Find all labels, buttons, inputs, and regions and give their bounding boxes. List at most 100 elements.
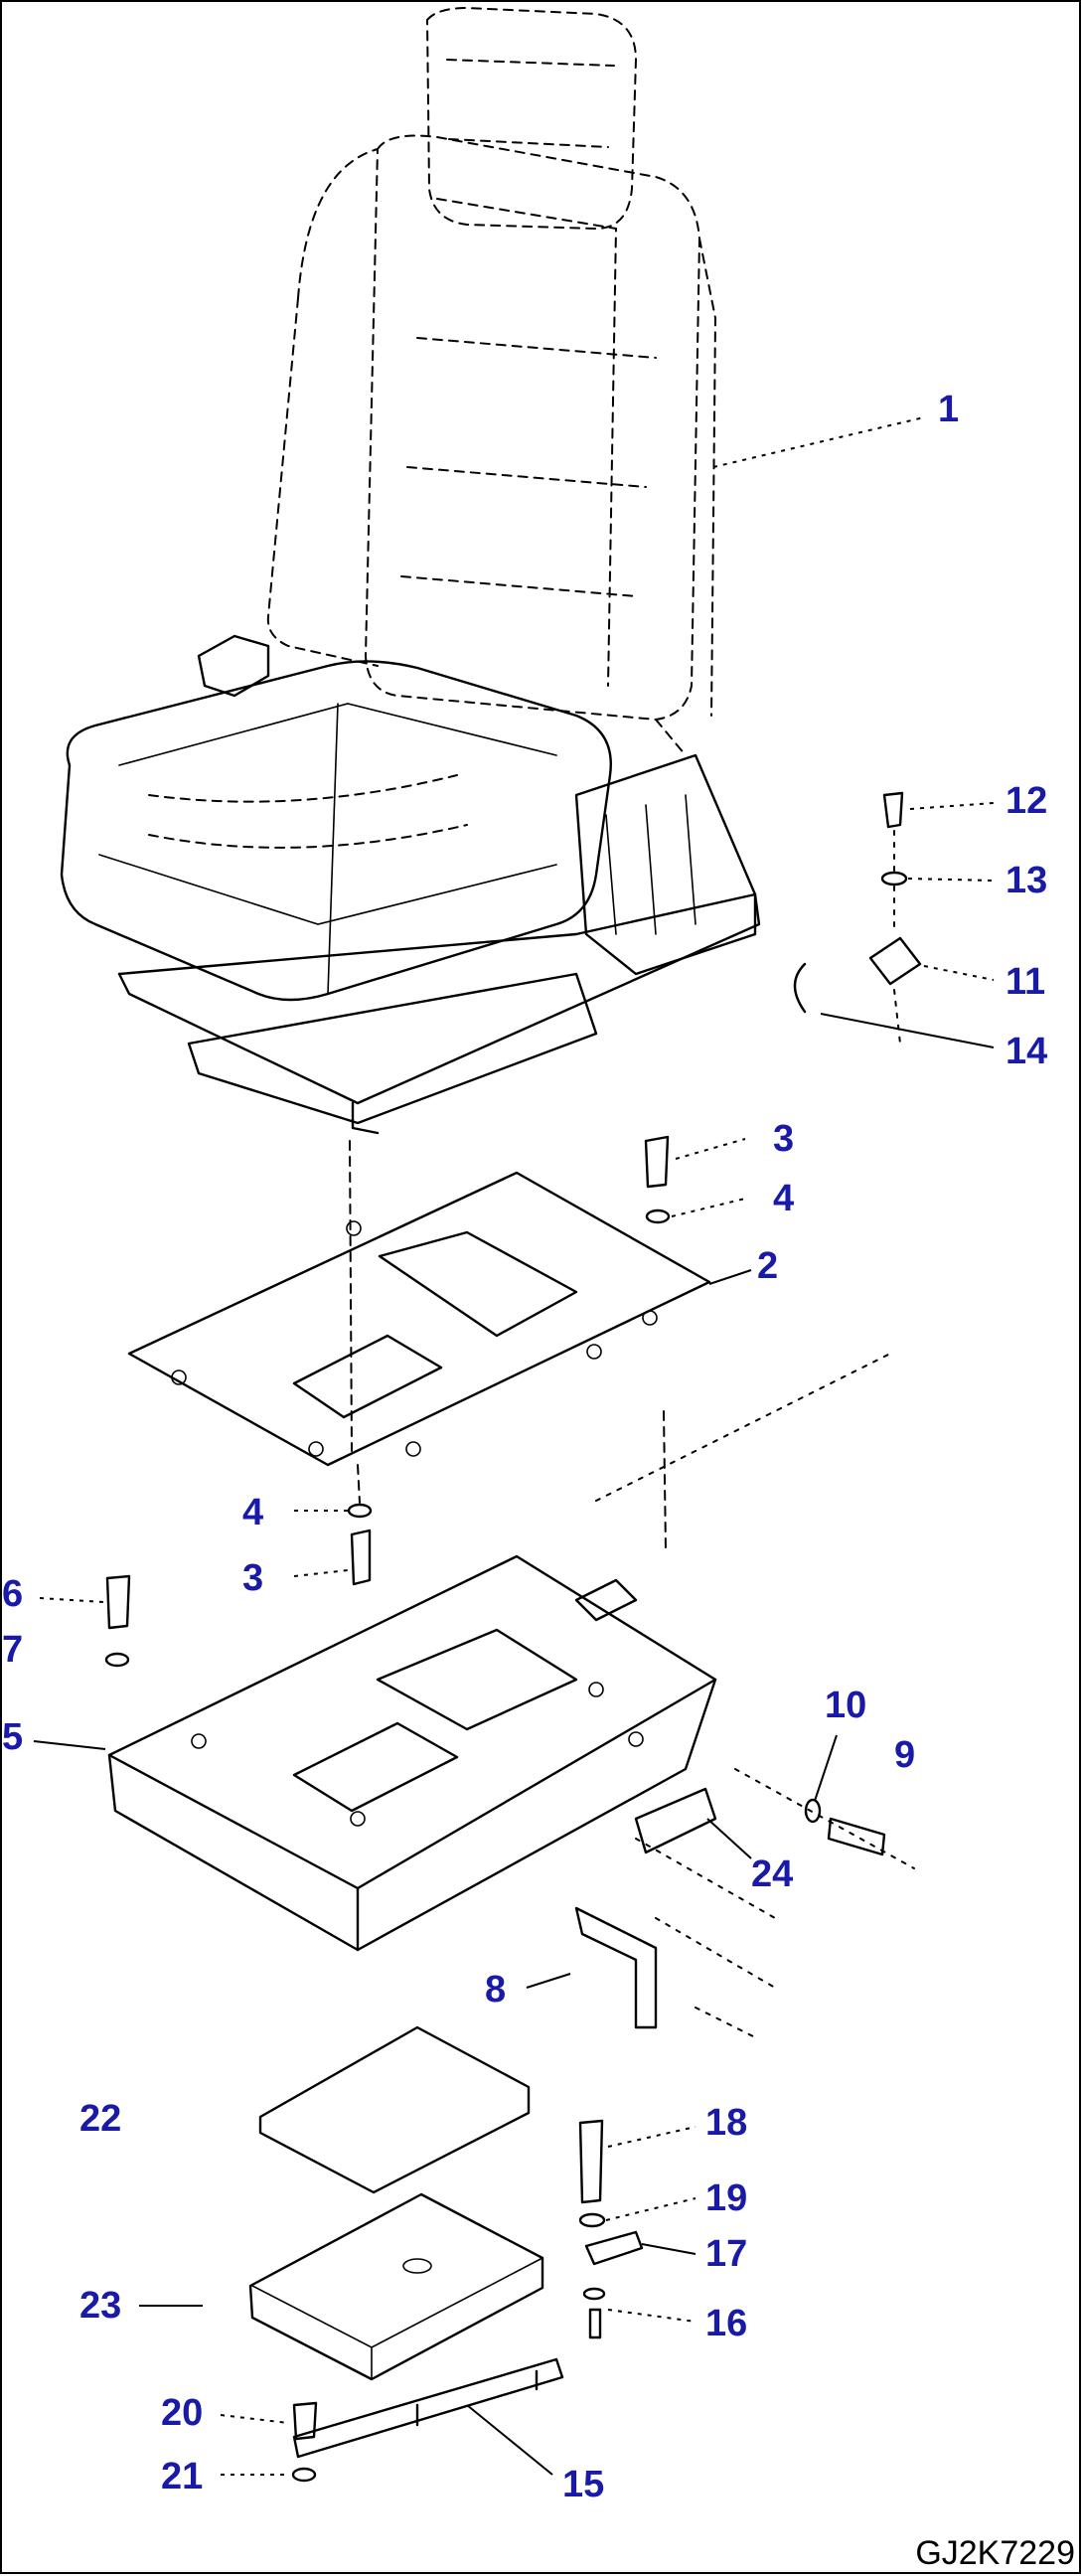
callout-labels: 1 2 3 3 4 4 5 6 7 8 9 10 11 12 13 14 15 … [2,389,1047,2505]
bar-15-shape [292,2357,564,2459]
small-parts-right-upper [793,791,922,1045]
callout-7: 7 [2,1629,23,1671]
leader-15 [466,2404,553,2476]
pad-23-edges [251,2257,543,2380]
ring-14-shape [793,962,807,1014]
callout-12: 12 [1006,780,1047,822]
callout-19: 19 [705,2177,747,2219]
lower-bracket-parts [291,2119,644,2483]
plate-alignment-axes [349,1140,667,1551]
bracket-8-shape [574,1906,658,2029]
callout-8: 8 [485,1969,506,2011]
drawing-id: GJ2K7229 [915,2534,1075,2572]
base-box-hole [350,1811,366,1827]
leader-16 [607,2309,696,2323]
leader-19 [605,2197,696,2221]
leader-24 [706,1818,752,1859]
callout-16: 16 [705,2303,747,2344]
callout-4-lower: 4 [242,1492,263,1533]
callout-5: 5 [2,1716,23,1758]
leader-5 [33,1740,106,1750]
callout-21: 21 [161,2456,203,2497]
base-box-right-face [356,1678,717,1952]
right-frame-ribs [605,794,696,935]
pad-23-hole [402,2258,432,2274]
suspension-base-tab [351,1101,380,1135]
leader-3-lower [293,1569,349,1577]
callout-23: 23 [79,2285,121,2327]
pad-22-shape [258,2025,531,2194]
callout-10: 10 [825,1685,866,1726]
callout-4-upper: 4 [773,1178,794,1219]
base-box-opening-front [292,1721,459,1813]
callout-24: 24 [751,1853,793,1895]
bolt-20-shape [292,2401,318,2441]
washer-19-shape [578,2212,606,2228]
callout-14: 14 [1006,1031,1047,1072]
bolt-3-lower-shape [350,1529,372,1586]
leader-13 [907,878,995,882]
callout-6: 6 [2,1573,23,1615]
callout-18: 18 [705,2102,747,2144]
rail-24-shape [634,1787,717,1854]
spacer-16-upper [582,2287,606,2301]
plate-hole [642,1310,658,1326]
seat-cushion-stitching [148,774,468,849]
clip-11-shape [868,936,922,986]
seat-cushion-outline [60,660,612,1002]
leader-18 [607,2126,696,2148]
base-box-axes [635,1768,915,2038]
left-armrest-bracket [197,634,270,698]
leader-6 [39,1597,104,1603]
right-side-frame [574,753,757,976]
washer-4-lower-shape [347,1503,373,1519]
leader-4-upper [671,1198,746,1217]
axis-diagonal-upper [595,1351,895,1502]
bolt-12-shape [882,791,904,829]
base-box-hole [191,1733,207,1749]
callout-1: 1 [938,389,959,430]
base-box-hole [628,1731,644,1747]
plate-opening-rear [378,1230,578,1338]
parts-11-14-axis [893,830,901,1045]
callout-22: 22 [79,2098,121,2140]
suspension-base [187,972,598,1125]
leader-10 [814,1734,838,1802]
bolt-3-upper-shape [644,1135,670,1189]
plate-hole [346,1220,362,1236]
plate-hole [405,1441,421,1457]
washer-4-upper-shape [645,1208,671,1224]
seat-base-box-5 [104,1554,915,2038]
headrest-seams [446,59,615,148]
base-box-tab [574,1578,638,1622]
leader-3-upper [675,1138,746,1160]
base-box-opening-rear [376,1628,578,1731]
bolt-6-shape [105,1574,131,1630]
headrest-outline [425,6,638,231]
callout-17: 17 [705,2233,747,2275]
callout-9: 9 [894,1734,915,1776]
bar-15-tabs [415,2369,539,2427]
leader-12 [909,802,995,810]
callout-3-lower: 3 [242,1557,263,1599]
leader-lines [33,416,995,2476]
plate-hole [308,1441,324,1457]
plate-opening-front [292,1334,443,1419]
backrest-outline [364,134,701,722]
callout-13: 13 [1006,860,1047,901]
spacer-16-shape [588,2308,602,2339]
leader-8 [526,1973,571,1989]
callout-3-upper: 3 [773,1118,794,1160]
clamp-17-shape [584,2230,644,2266]
callout-2: 2 [757,1245,778,1287]
leader-17 [641,2243,696,2255]
mounting-plate-outline [127,1171,711,1467]
seat-assembly [60,6,761,1135]
backrest-left-side [266,148,379,667]
callout-15: 15 [562,2464,604,2505]
leader-11 [923,965,995,981]
washer-13-shape [880,871,908,886]
plate-hole [171,1369,187,1385]
bolt-9-shape [827,1817,886,1856]
